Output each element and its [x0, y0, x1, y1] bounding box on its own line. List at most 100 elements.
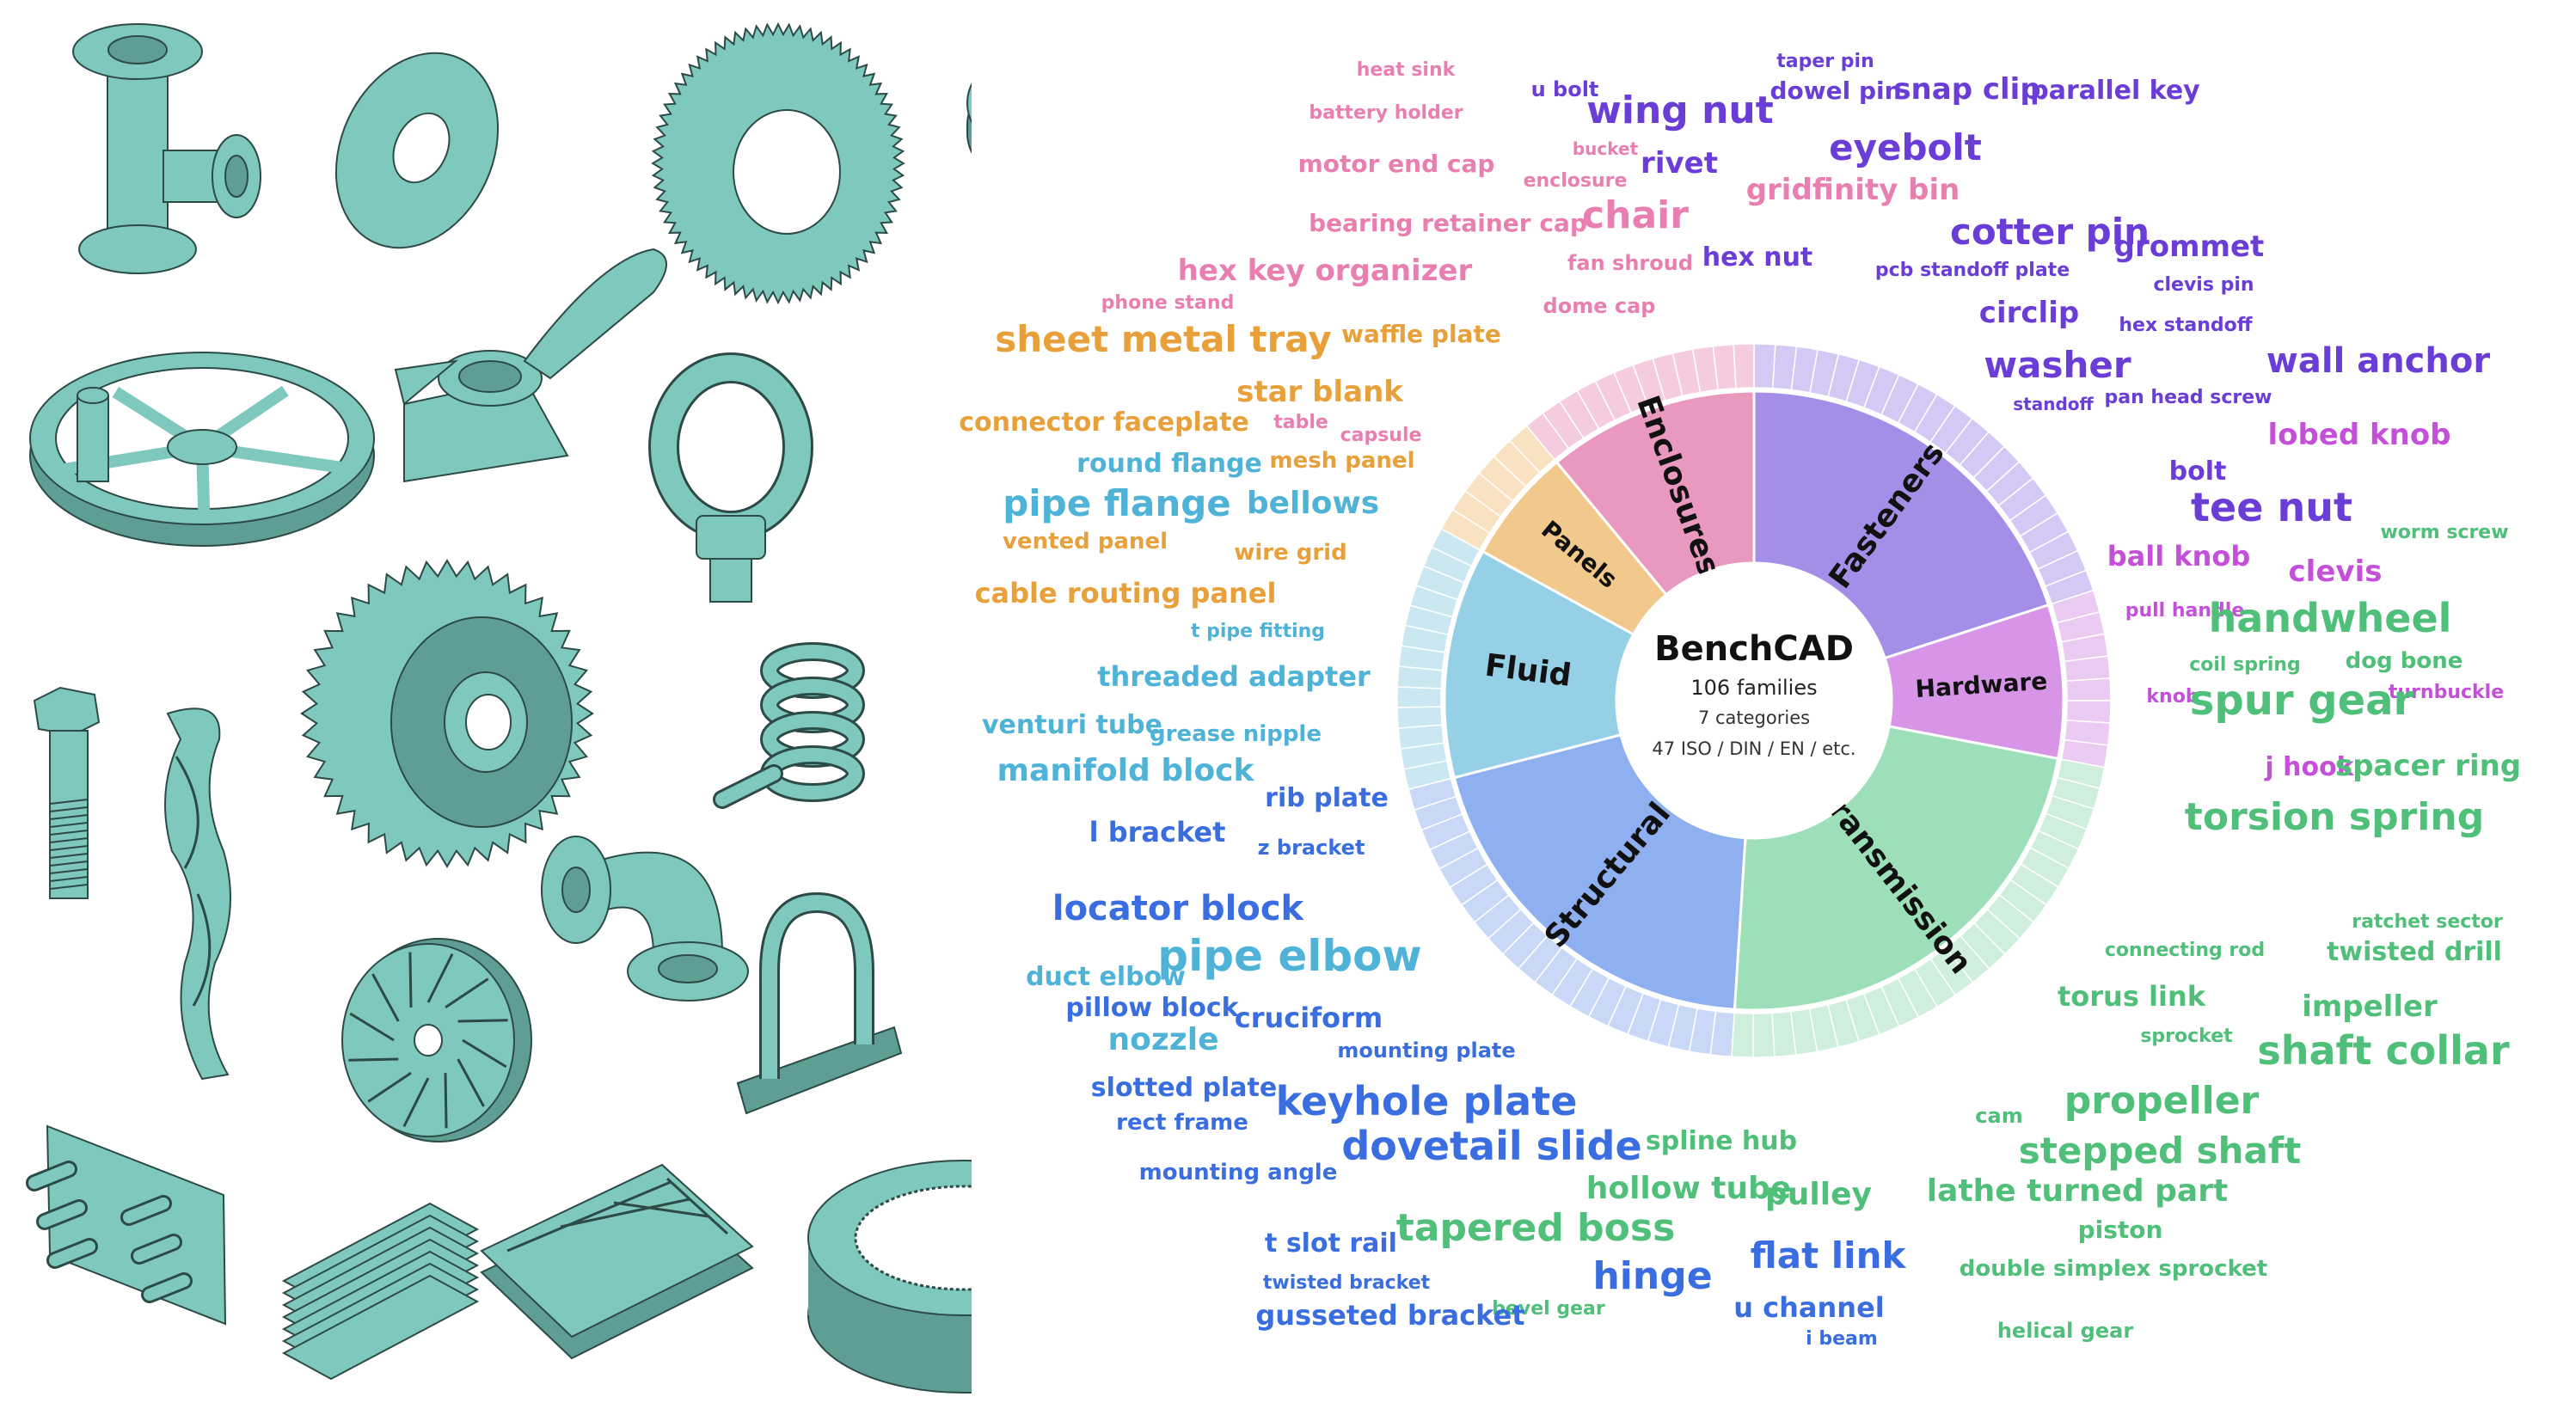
family-label-rivet: rivet	[1641, 146, 1718, 181]
center-categories: 7 categories	[1698, 708, 1810, 728]
family-segment	[1731, 1012, 1754, 1058]
elbow-bore-bottom	[658, 954, 718, 983]
family-label-eyebolt: eyebolt	[1829, 126, 1982, 168]
family-label-pillow-block: pillow block	[1065, 993, 1239, 1023]
ring-gear-part	[807, 1160, 972, 1394]
wheel-hub	[167, 429, 237, 465]
eyebolt-ring	[651, 355, 811, 539]
eyebolt-collar	[696, 515, 766, 560]
family-label-pulley: pulley	[1765, 1177, 1872, 1212]
pin	[49, 1240, 95, 1266]
family-segment	[1733, 343, 1755, 389]
center-standards: 47 ISO / DIN / EN / etc.	[1652, 738, 1855, 759]
family-label-locator-block: locator block	[1052, 889, 1304, 928]
family-label-threaded-adapter: threaded adapter	[1097, 660, 1371, 693]
family-label-capsule: capsule	[1340, 425, 1422, 446]
family-label-dog-bone: dog bone	[2345, 648, 2463, 674]
impeller-blade	[444, 1073, 448, 1129]
family-label-taper-pin: taper pin	[1776, 51, 1874, 72]
bolt-thread	[49, 837, 89, 843]
family-segment	[2065, 677, 2112, 701]
family-label-clevis-pin: clevis pin	[2153, 274, 2254, 296]
bolt-thread	[49, 799, 89, 805]
bolt-thread	[49, 861, 89, 867]
family-label-motor-end-cap: motor end cap	[1297, 150, 1495, 178]
family-label-pipe-elbow: pipe elbow	[1157, 931, 1422, 981]
wheel-handle-top	[77, 387, 109, 404]
wheel-handle	[77, 395, 109, 482]
spring-leg	[715, 767, 781, 806]
family-label-coil-spring: coil spring	[2189, 654, 2301, 676]
impeller-part	[341, 938, 532, 1142]
family-label-hollow-tube: hollow tube	[1585, 1171, 1792, 1206]
flange-disk-part	[334, 52, 500, 249]
heat-sink-part	[281, 1202, 480, 1381]
family-label-phone-stand: phone stand	[1101, 292, 1235, 314]
family-label-pcb-standoff-plate: pcb standoff plate	[1874, 260, 2070, 281]
family-label-connecting-rod: connecting rod	[2104, 940, 2266, 961]
family-label-bevel-gear: bevel gear	[1492, 1298, 1605, 1320]
family-label-hex-key-organizer: hex key organizer	[1177, 254, 1473, 288]
family-label-nozzle: nozzle	[1107, 1022, 1219, 1057]
impeller-blade	[349, 1012, 395, 1042]
family-label-pull-handle: pull handle	[2125, 600, 2245, 622]
wingnut-wing-left	[394, 359, 459, 406]
family-label-hex-standoff: hex standoff	[2119, 315, 2253, 336]
pin	[123, 1198, 169, 1223]
family-label-fan-shroud: fan shroud	[1567, 251, 1694, 275]
bolt-thread	[49, 830, 89, 836]
family-label-double-simplex-sprocket: double simplex sprocket	[1959, 1256, 2268, 1282]
family-label-u-bolt: u bolt	[1530, 77, 1599, 101]
bolt-thread	[49, 814, 89, 820]
impeller-blade	[462, 1038, 507, 1069]
pin-plate-part	[26, 1124, 227, 1326]
family-label-duct-elbow: duct elbow	[1026, 962, 1186, 992]
family-label-handwheel: handwheel	[2208, 595, 2452, 641]
drill-flute	[175, 756, 212, 1007]
family-label-mounting-plate: mounting plate	[1337, 1038, 1516, 1063]
family-label-sprocket: sprocket	[2140, 1026, 2233, 1047]
drill-body	[164, 708, 231, 1081]
elbow-bend	[601, 851, 724, 955]
family-label-twisted-bracket: twisted bracket	[1262, 1272, 1431, 1294]
bolt-thread	[49, 876, 89, 882]
impeller-blade	[457, 1019, 508, 1023]
family-label-star-blank: star blank	[1236, 375, 1403, 409]
family-label-spline-hub: spline hub	[1645, 1126, 1798, 1156]
family-segment	[1396, 686, 1443, 708]
family-label-chair: chair	[1582, 193, 1689, 237]
tray-divider	[506, 1180, 672, 1253]
family-label-flat-link: flat link	[1750, 1234, 1906, 1277]
family-label-manifold-block: manifold block	[997, 753, 1254, 788]
tray-top	[480, 1163, 754, 1338]
family-label-enclosure: enclosure	[1523, 170, 1628, 192]
family-label-t-pipe-fitting: t pipe fitting	[1190, 621, 1326, 642]
family-label-grommet: grommet	[2113, 230, 2265, 264]
handwheel-part	[29, 352, 375, 547]
family-label-spur-gear: spur gear	[2189, 677, 2414, 725]
category-sunburst: FastenersHardwareTransmissionStructuralF…	[1396, 343, 2112, 1058]
pin	[28, 1163, 75, 1189]
family-label-waffle-plate: waffle plate	[1341, 320, 1501, 348]
family-label-round-flange: round flange	[1076, 449, 1262, 479]
family-label-circlip: circlip	[1978, 296, 2080, 330]
family-label-washer: washer	[1984, 344, 2131, 386]
family-label-l-bracket: l bracket	[1089, 816, 1226, 848]
disk-hole	[392, 112, 451, 184]
family-label-hinge: hinge	[1592, 1254, 1713, 1298]
impeller-bore	[414, 1024, 443, 1057]
family-label-twisted-drill: twisted drill	[2327, 937, 2502, 967]
family-label-piston: piston	[2077, 1216, 2163, 1244]
family-label-bucket: bucket	[1572, 138, 1639, 159]
family-label-dowel-pin: dowel pin	[1769, 77, 1902, 105]
family-label-stepped-shaft: stepped shaft	[2018, 1130, 2302, 1172]
rounded-block-part	[966, 83, 972, 154]
family-label-tapered-boss: tapered boss	[1395, 1206, 1676, 1250]
eyebolt-shank	[709, 558, 752, 603]
ubolt-rod	[762, 894, 872, 1079]
twist-drill-part	[164, 708, 231, 1081]
family-label-slotted-plate: slotted plate	[1090, 1073, 1278, 1103]
cad-part-renders	[26, 21, 972, 1394]
impeller-blade	[367, 1071, 412, 1103]
family-label-dome-cap: dome cap	[1543, 294, 1656, 318]
